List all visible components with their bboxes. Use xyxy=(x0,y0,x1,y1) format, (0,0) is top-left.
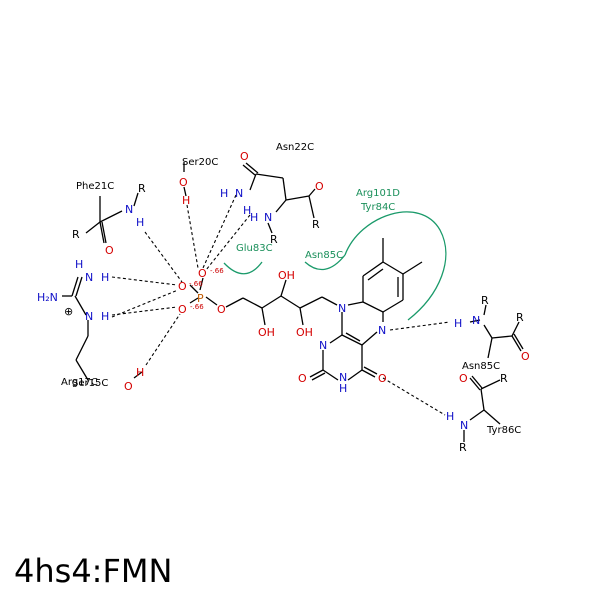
hbond-arg-c xyxy=(111,289,179,318)
residue-label-asn85c-hydrophobic: Asn85C xyxy=(305,250,343,261)
hydrophobic-arc-arg101d-tyr84c xyxy=(344,211,447,321)
atom-o: O xyxy=(378,372,387,385)
hbond-asn85c xyxy=(389,321,451,331)
atom-h: H xyxy=(136,366,144,379)
atom-o: O xyxy=(124,380,133,393)
atom-n: N xyxy=(125,203,133,216)
hbond-arg-b xyxy=(111,306,178,316)
hbond-arg-a xyxy=(111,276,178,286)
hbond-tyr86c xyxy=(382,377,446,416)
atom-o: O xyxy=(315,180,324,193)
residue-label-tyr86c: Tyr86C xyxy=(486,425,521,436)
atom-h: H xyxy=(339,382,347,395)
atom-n: N xyxy=(338,302,346,315)
residue-label-ser15c: Ser15C xyxy=(72,378,108,389)
hbond-phe21c xyxy=(144,231,183,283)
atom-r: R xyxy=(500,372,508,385)
residue-labels: Phe21C Ser20C Asn22C Arg101D Tyr84C Glu8… xyxy=(61,142,521,436)
atom-o: O xyxy=(178,280,187,293)
residue-label-phe21c: Phe21C xyxy=(76,181,114,192)
hbond-asn22c-a xyxy=(202,194,237,269)
atom-n: N xyxy=(472,314,480,327)
positive-charge-icon: ⊕ xyxy=(64,305,73,318)
atom-r: R xyxy=(312,218,320,231)
atom-r: R xyxy=(481,294,489,307)
atom-n: N xyxy=(460,419,468,432)
atom-r: R xyxy=(270,233,278,246)
atom-labels: R N H R O O H O N H H O R H N R H N H H₂… xyxy=(37,150,530,454)
atom-h: H xyxy=(220,187,228,200)
atom-n: N xyxy=(85,271,93,284)
atom-h: H xyxy=(101,310,109,323)
residue-label-glu83c: Glu83C xyxy=(236,243,273,254)
atom-n: N xyxy=(319,339,327,352)
charge-label: -.66 xyxy=(210,267,224,275)
residue-label-arg17c: Arg17C xyxy=(61,377,98,388)
atom-n: N xyxy=(235,187,243,200)
atom-n: N xyxy=(264,211,272,224)
atom-o: O xyxy=(240,150,249,163)
residue-label-arg101d: Arg101D xyxy=(356,188,400,199)
bonds xyxy=(62,162,524,442)
atom-o: O xyxy=(198,267,207,280)
atom-o: O xyxy=(298,372,307,385)
hydrophobic-arc-glu83c xyxy=(223,261,263,275)
hydrogen-bonds xyxy=(111,194,451,416)
atom-o: O xyxy=(179,176,188,189)
atom-o: O xyxy=(178,303,187,316)
atom-r: R xyxy=(516,311,524,324)
atom-p: P xyxy=(197,292,204,305)
atom-o: O xyxy=(459,372,468,385)
atom-oh: OH xyxy=(258,326,275,339)
atom-h: H xyxy=(75,258,83,271)
atom-n: N xyxy=(378,324,386,337)
atom-h: H xyxy=(136,216,144,229)
atom-h: H xyxy=(182,194,190,207)
atom-n: N xyxy=(85,310,93,323)
atom-r: R xyxy=(72,228,80,241)
atom-oh: OH xyxy=(278,269,295,282)
atom-h: H xyxy=(446,410,454,423)
charge-label: -.66 xyxy=(189,280,203,288)
atom-h: H xyxy=(454,317,462,330)
atom-nh2: H₂N xyxy=(37,291,58,304)
atom-r: R xyxy=(459,441,467,454)
atom-r: R xyxy=(138,182,146,195)
structure-title: 4hs4:FMN xyxy=(14,552,173,590)
hbond-ser20c xyxy=(186,204,199,269)
hydrophobic-arc-asn85c xyxy=(304,254,346,271)
charge-label: -.66 xyxy=(190,303,204,311)
residue-label-asn22c: Asn22C xyxy=(276,142,314,153)
atom-h: H xyxy=(250,211,258,224)
atom-h: H xyxy=(101,271,109,284)
atom-n: N xyxy=(339,371,347,384)
atom-h: H xyxy=(243,204,251,217)
hbond-ser15c xyxy=(145,313,181,366)
atom-o: O xyxy=(521,350,530,363)
residue-label-asn85c: Asn85C xyxy=(462,361,500,372)
residue-label-ser20c: Ser20C xyxy=(182,157,218,168)
residue-label-tyr84c: Tyr84C xyxy=(360,202,395,213)
atom-o: O xyxy=(217,303,226,316)
atom-oh: OH xyxy=(296,326,313,339)
atom-o: O xyxy=(105,244,114,257)
hbond-asn22c-b xyxy=(205,214,251,271)
